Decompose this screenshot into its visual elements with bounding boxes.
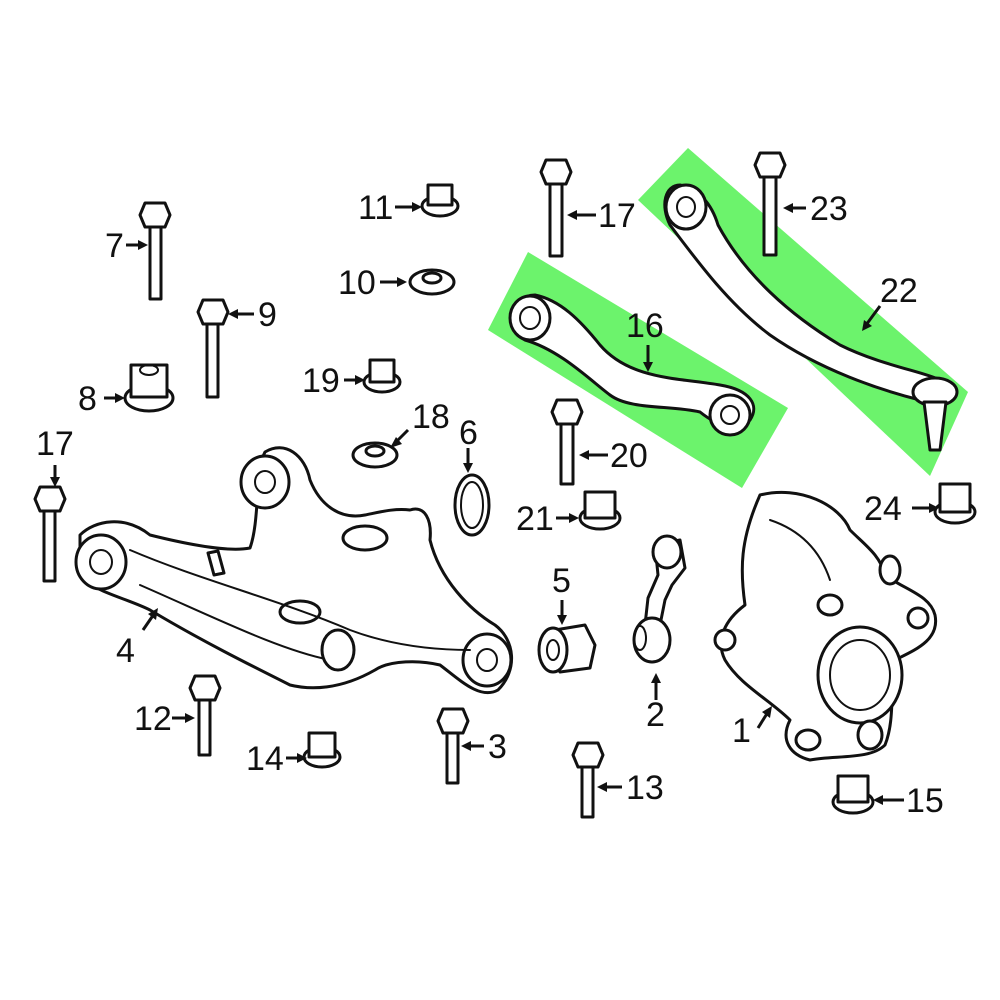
- bolt-23: [753, 151, 787, 257]
- callout-22: 22: [880, 272, 918, 310]
- bolt-20: [550, 398, 584, 486]
- nut-19: [362, 358, 402, 394]
- callout-5: 5: [552, 562, 571, 600]
- callout-23: 23: [810, 190, 848, 228]
- washer-18: [351, 441, 399, 469]
- callout-13: 13: [626, 769, 664, 807]
- callout-labels: 7 9 8 17 11 10 19 18 6 17 23 16 22 20 21…: [36, 189, 944, 820]
- nut-14: [302, 731, 342, 769]
- callout-8: 8: [78, 380, 97, 418]
- callout-21: 21: [516, 500, 554, 538]
- callout-20: 20: [610, 437, 648, 475]
- nut-15: [831, 774, 875, 815]
- leader-arrows: [50, 202, 939, 805]
- callout-4: 4: [116, 632, 135, 670]
- control-arm-16: [508, 293, 756, 437]
- callout-2: 2: [646, 696, 665, 734]
- callout-19: 19: [302, 362, 340, 400]
- nut-11: [420, 183, 460, 218]
- callout-9: 9: [258, 296, 277, 334]
- knuckle-1: [713, 490, 938, 762]
- callout-10: 10: [338, 264, 376, 302]
- bushing-5: [537, 623, 597, 674]
- nut-8: [123, 363, 175, 413]
- bolt-17-top: [539, 158, 573, 258]
- callout-24: 24: [864, 490, 902, 528]
- nut-21: [578, 490, 622, 531]
- stabilizer-link-2: [632, 534, 687, 664]
- subframe-4: [74, 446, 513, 695]
- callout-17-top: 17: [598, 197, 636, 235]
- bolt-3: [436, 707, 470, 785]
- callout-18: 18: [412, 398, 450, 436]
- callout-14: 14: [246, 740, 284, 778]
- bolt-9: [196, 298, 230, 399]
- washer-10: [408, 268, 456, 296]
- nut-24: [933, 482, 977, 525]
- bolt-17-left: [33, 485, 67, 583]
- callout-7: 7: [105, 227, 124, 265]
- callout-15: 15: [906, 782, 944, 820]
- callout-11: 11: [358, 189, 393, 227]
- callout-12: 12: [134, 700, 172, 738]
- callout-3: 3: [488, 728, 507, 766]
- callout-16: 16: [626, 307, 664, 345]
- callout-6: 6: [459, 414, 478, 452]
- bolt-13: [571, 741, 605, 819]
- callout-17-left: 17: [36, 425, 74, 463]
- o-ring-6: [453, 473, 491, 537]
- bolt-12: [188, 674, 222, 757]
- control-arm-22: [663, 183, 959, 452]
- callout-1: 1: [732, 712, 751, 750]
- bolt-7: [138, 201, 172, 301]
